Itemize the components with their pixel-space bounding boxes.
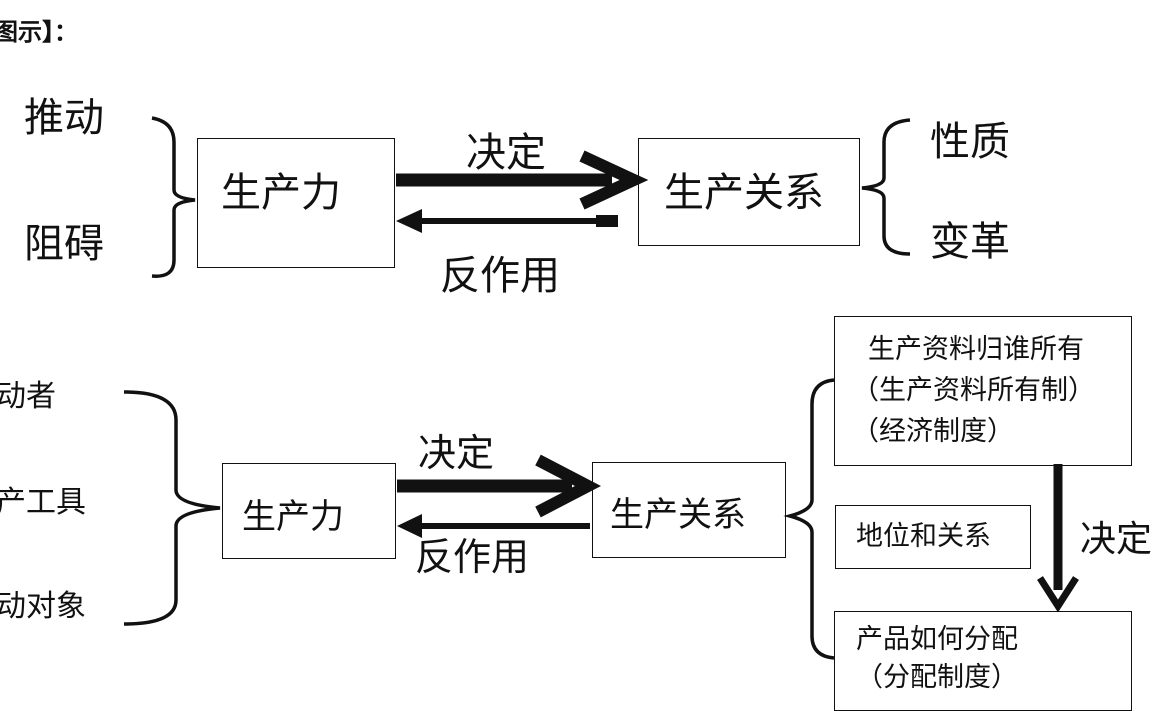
bottom-right-brace [783, 378, 835, 660]
top-relations-box [638, 138, 860, 246]
ownership-line-1: 生产资料归谁所有 [868, 334, 1084, 365]
bottom-relations-box [592, 462, 786, 558]
top-reaction-label: 反作用 [440, 253, 560, 299]
ownership-box [834, 316, 1132, 466]
top-reaction-arrow-head [396, 209, 422, 233]
bottom-determine-label: 决定 [418, 431, 495, 475]
bottom-reaction-label: 反作用 [415, 535, 530, 579]
vertical-determine-arrow-head [1037, 576, 1079, 613]
status-label: 地位和关系 [856, 521, 991, 552]
top-right-label-nature: 性质 [930, 119, 1010, 165]
bottom-determine-arrow-head [535, 454, 602, 518]
top-productivity-box [197, 138, 395, 268]
top-reaction-arrow-tail [596, 215, 618, 227]
status-box [835, 505, 1031, 569]
ownership-line-2: （生产资料所有制） [852, 375, 1095, 406]
distribution-line-2: （分配制度） [856, 662, 1018, 693]
top-left-label-hinder: 阻碍 [24, 221, 104, 267]
side-determine-label: 决定 [1080, 519, 1153, 560]
top-right-label-change: 变革 [930, 219, 1010, 265]
ownership-line-3: （经济制度） [852, 416, 1014, 447]
bottom-relations-label: 生产关系 [610, 495, 746, 535]
bottom-left-brace [123, 390, 221, 626]
top-determine-label: 决定 [466, 130, 546, 176]
bottom-productivity-box [222, 463, 396, 559]
top-relations-label: 生产关系 [664, 170, 824, 216]
top-right-brace [861, 118, 911, 256]
distribution-box [834, 611, 1132, 711]
top-left-brace [151, 116, 196, 278]
bottom-reaction-arrow-head [397, 514, 422, 538]
top-left-label-promote: 推动 [24, 95, 104, 141]
bottom-left-label-tools: 生产工具 [0, 485, 86, 520]
bottom-productivity-label: 生产力 [242, 497, 344, 537]
bottom-left-label-laborer: 劳动者 [0, 379, 56, 414]
top-productivity-label: 生产力 [221, 170, 341, 216]
distribution-line-1: 产品如何分配 [856, 624, 1018, 655]
bottom-left-label-objects: 劳动对象 [0, 589, 86, 624]
top-determine-arrow-head [579, 150, 649, 210]
diagram-header: 图示】： [0, 18, 78, 46]
